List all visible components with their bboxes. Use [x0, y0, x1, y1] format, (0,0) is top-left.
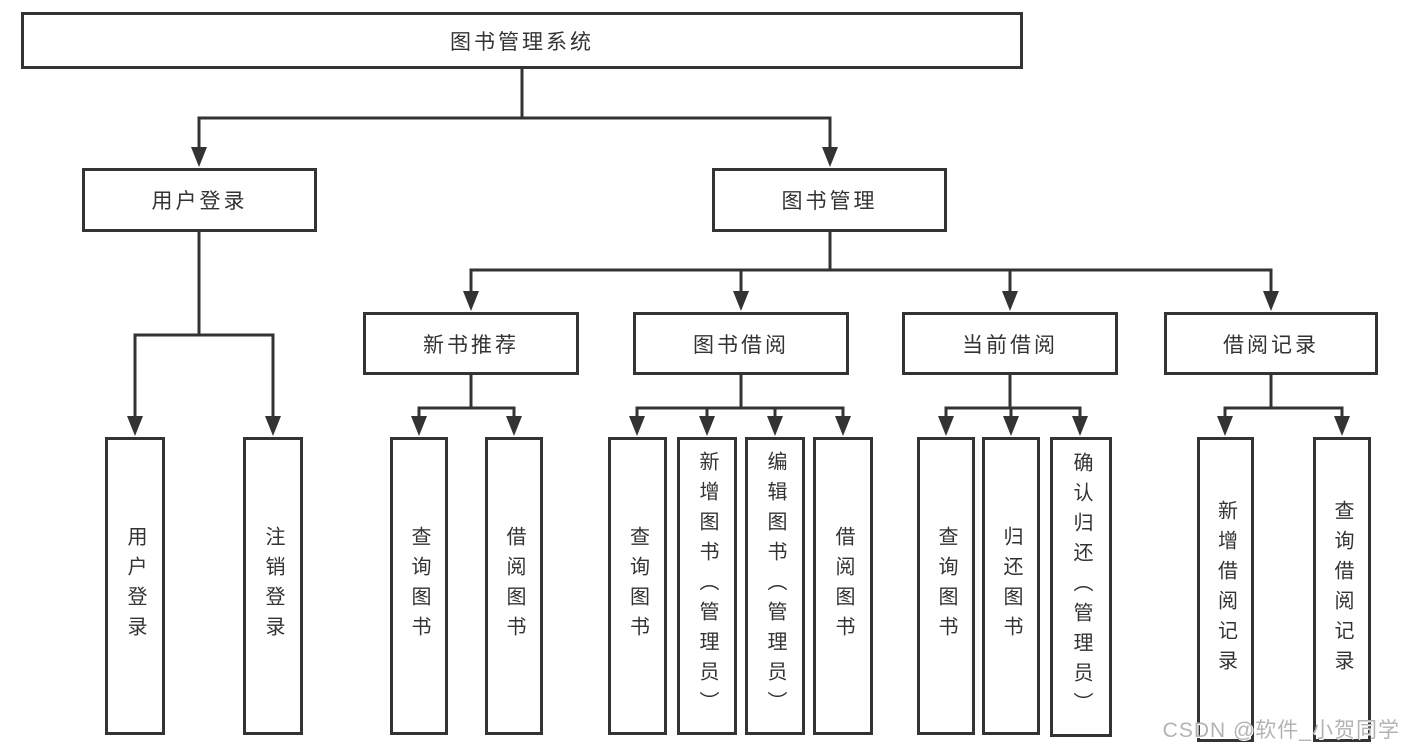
node-current-borrowing: 当前借阅: [902, 312, 1118, 375]
leaf-cb-return-books: 归还图书: [982, 437, 1040, 735]
leaf-bb-edit-books-admin: 编辑图书（管理员）: [745, 437, 805, 735]
leaf-cb-confirm-return-admin-label: 确认归还（管理员）: [1070, 452, 1092, 722]
node-current-borrowing-label: 当前借阅: [962, 333, 1058, 357]
leaf-bb-add-books-admin-label: 新增图书（管理员）: [696, 451, 718, 721]
node-borrowing-records: 借阅记录: [1164, 312, 1378, 375]
leaf-bb-add-books-admin: 新增图书（管理员）: [677, 437, 737, 735]
leaf-cb-return-books-label: 归还图书: [1000, 526, 1022, 646]
node-new-book-recommend: 新书推荐: [363, 312, 579, 375]
leaf-bb-borrow-books: 借阅图书: [813, 437, 873, 735]
arrowheads: [127, 147, 1350, 436]
node-book-borrowing-label: 图书借阅: [693, 333, 789, 357]
leaf-cb-confirm-return-admin: 确认归还（管理员）: [1050, 437, 1112, 737]
leaf-logout: 注销登录: [243, 437, 303, 735]
leaf-bb-query-books: 查询图书: [608, 437, 667, 735]
node-borrowing-records-label: 借阅记录: [1223, 333, 1319, 357]
leaf-nbr-query-books-label: 查询图书: [408, 526, 430, 646]
leaf-cb-query-books: 查询图书: [917, 437, 975, 735]
node-user-login-label: 用户登录: [151, 190, 248, 213]
leaf-nbr-query-books: 查询图书: [390, 437, 448, 735]
node-root-label: 图书管理系统: [450, 30, 594, 54]
leaf-br-query-record-label: 查询借阅记录: [1331, 499, 1353, 680]
node-book-management: 图书管理: [712, 168, 947, 232]
node-book-borrowing: 图书借阅: [633, 312, 849, 375]
leaf-bb-query-books-label: 查询图书: [626, 526, 649, 646]
leaf-nbr-borrow-books: 借阅图书: [485, 437, 543, 735]
leaf-logout-label: 注销登录: [262, 526, 284, 646]
leaf-cb-query-books-label: 查询图书: [935, 526, 957, 646]
csdn-watermark: CSDN @软件_小贺同学: [1162, 719, 1400, 742]
node-new-book-recommend-label: 新书推荐: [423, 333, 519, 357]
node-user-login: 用户登录: [82, 168, 317, 232]
leaf-bb-borrow-books-label: 借阅图书: [832, 526, 854, 646]
leaf-br-query-record: 查询借阅记录: [1313, 437, 1371, 742]
leaf-nbr-borrow-books-label: 借阅图书: [503, 526, 525, 646]
leaf-user-login: 用户登录: [105, 437, 165, 735]
node-root: 图书管理系统: [21, 12, 1023, 69]
node-book-management-label: 图书管理: [781, 190, 878, 213]
leaf-bb-edit-books-admin-label: 编辑图书（管理员）: [764, 451, 786, 721]
leaf-user-login-label: 用户登录: [124, 526, 146, 646]
leaf-br-add-record: 新增借阅记录: [1197, 437, 1254, 742]
leaf-br-add-record-label: 新增借阅记录: [1214, 499, 1237, 680]
